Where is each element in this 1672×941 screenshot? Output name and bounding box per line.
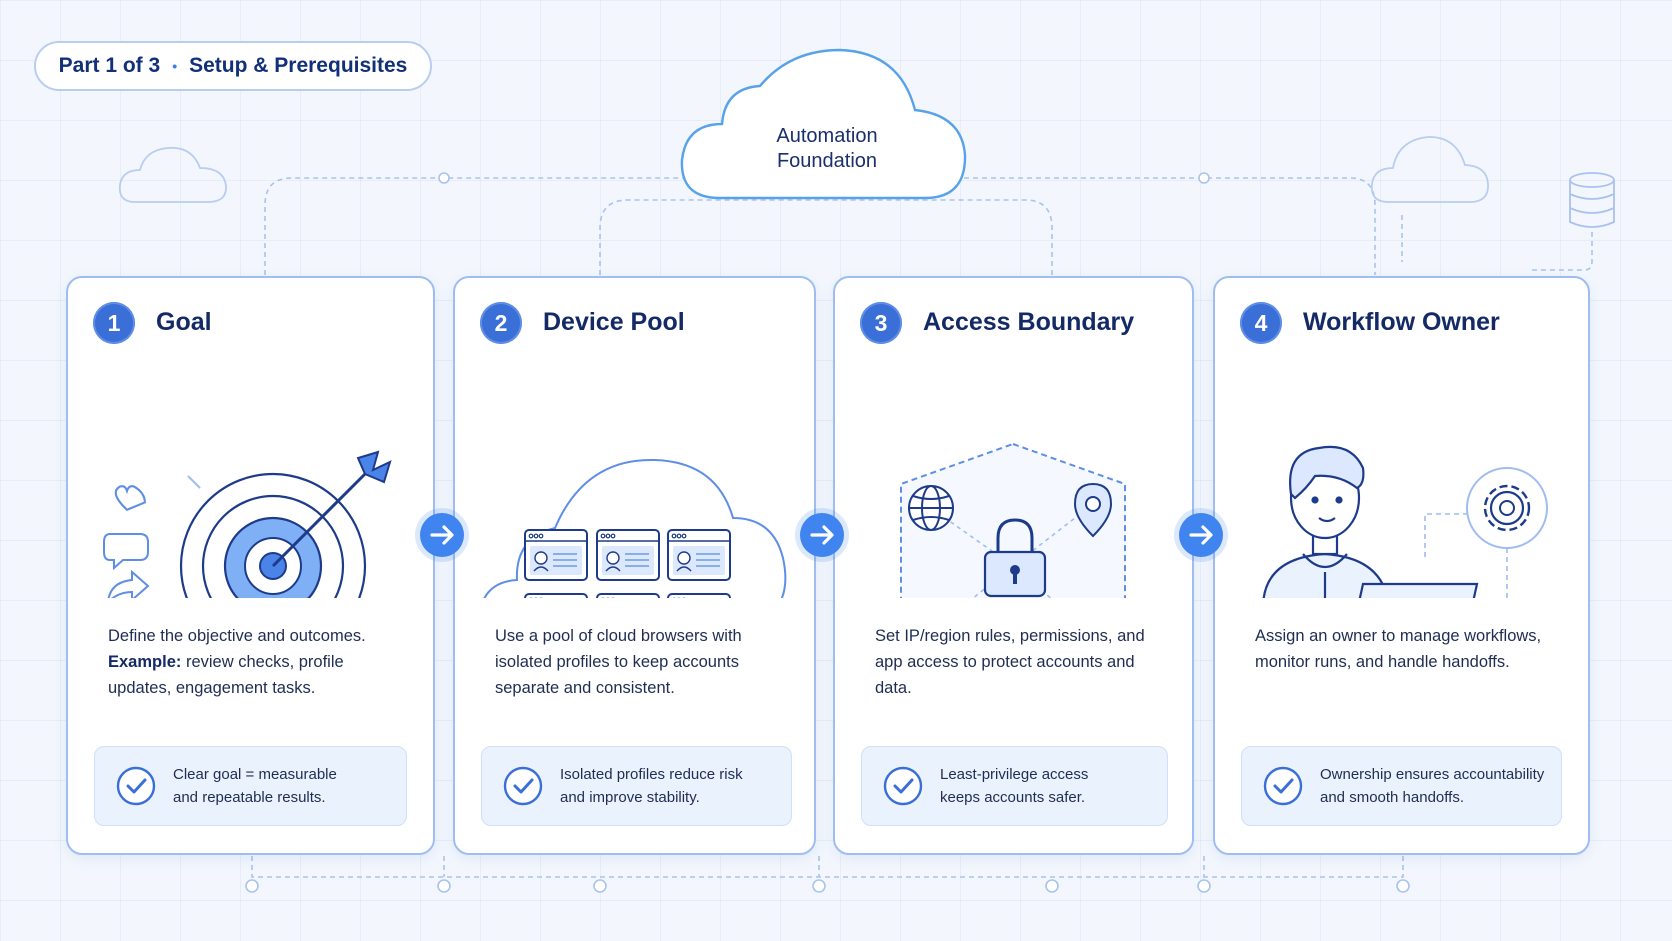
card-title: Goal — [156, 308, 212, 336]
description-emphasis: Example: — [108, 653, 182, 671]
heart-icon — [114, 485, 146, 512]
check-circle-icon — [883, 766, 923, 806]
card-description: Assign an owner to manage workflows, mon… — [1255, 627, 1542, 671]
cloud-icon — [680, 48, 967, 200]
gear-icon — [1466, 467, 1548, 549]
device-pool-illustration — [483, 458, 787, 598]
card-title: Workflow Owner — [1303, 308, 1500, 336]
goal-illustration — [103, 450, 392, 598]
part-label: Part 1 of 3 — [58, 54, 161, 77]
card-description: Use a pool of cloud browsers with isolat… — [495, 627, 742, 697]
card-workflow-owner: 4 Workflow Owner — [1213, 276, 1590, 855]
card-description: Define the objective and outcomes. Examp… — [108, 623, 408, 701]
separator-dot: • — [172, 58, 178, 74]
card-title: Access Boundary — [923, 308, 1135, 336]
note-text: Clear goal = measurable and repeatable r… — [173, 766, 337, 806]
card-device-pool: 2 Device Pool Use a pool of cloud browse… — [453, 276, 816, 855]
browser-window-icon — [667, 593, 731, 598]
cloud-icon — [118, 146, 227, 203]
person-icon — [1262, 445, 1389, 598]
chat-bubble-icon — [103, 533, 149, 571]
part-indicator-pill: Part 1 of 3 • Setup & Prerequisites — [34, 41, 432, 91]
flow-arrow-icon — [420, 513, 464, 557]
card-access-boundary: 3 Access Boundary — [833, 276, 1194, 855]
step-number-badge: 2 — [480, 302, 522, 344]
card-note: Least-privilege access keeps accounts sa… — [861, 746, 1168, 826]
padlock-icon — [983, 518, 1047, 598]
hub-label-line1: Automation — [776, 125, 878, 147]
browser-window-icon — [524, 593, 588, 598]
browser-window-icon — [596, 593, 660, 598]
check-circle-icon — [503, 766, 543, 806]
browser-window-icon — [524, 529, 588, 581]
access-boundary-illustration — [900, 442, 1126, 598]
hub-label: Automation Foundation — [740, 124, 914, 174]
card-note: Clear goal = measurable and repeatable r… — [94, 746, 407, 826]
description-example: review checks, profile updates, engageme… — [108, 653, 344, 697]
workflow-owner-illustration — [1262, 445, 1548, 598]
card-description: Set IP/region rules, permissions, and ap… — [875, 627, 1145, 697]
browser-window-icon — [667, 529, 731, 581]
check-circle-icon — [116, 766, 156, 806]
step-number-badge: 3 — [860, 302, 902, 344]
flow-arrow-icon — [1179, 513, 1223, 557]
check-circle-icon — [1263, 766, 1303, 806]
browser-window-icon — [596, 529, 660, 581]
card-goal: 1 Goal Define the objective and outcomes… — [66, 276, 435, 855]
note-text: Ownership ensures accountability and smo… — [1320, 766, 1545, 806]
cloud-icon — [1370, 136, 1489, 203]
hub-label-line2: Foundation — [776, 150, 878, 172]
note-text: Isolated profiles reduce risk and improv… — [560, 766, 743, 806]
map-pin-icon — [1073, 482, 1113, 538]
card-note: Isolated profiles reduce risk and improv… — [481, 746, 792, 826]
description-text: Define the objective and outcomes. — [108, 627, 366, 645]
section-label: Setup & Prerequisites — [189, 54, 408, 77]
card-title: Device Pool — [543, 308, 685, 336]
laptop-icon — [1358, 582, 1479, 598]
note-text: Least-privilege access keeps accounts sa… — [940, 766, 1089, 806]
step-number-badge: 4 — [1240, 302, 1282, 344]
flow-arrow-icon — [800, 513, 844, 557]
globe-icon — [908, 485, 954, 531]
step-number-badge: 1 — [93, 302, 135, 344]
card-note: Ownership ensures accountability and smo… — [1241, 746, 1562, 826]
share-arrow-icon — [107, 569, 150, 598]
target-arrow-icon — [179, 450, 392, 598]
database-icon — [1569, 172, 1615, 228]
